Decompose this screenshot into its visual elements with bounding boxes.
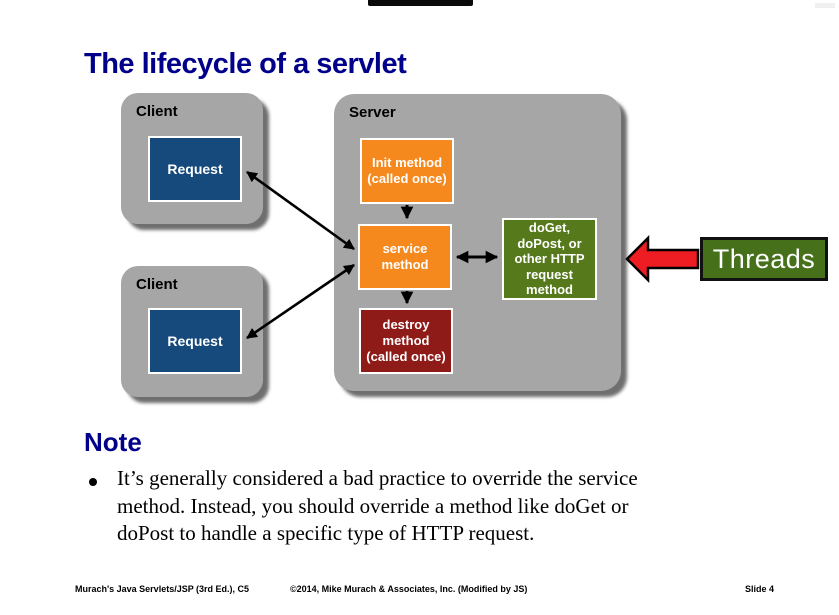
server-container: Server Init method (called once) service…: [334, 94, 621, 391]
footer-book-title: Murach's Java Servlets/JSP (3rd Ed.), C5: [75, 584, 250, 594]
footer-copyright: ©2014, Mike Murach & Associates, Inc. (M…: [290, 584, 528, 594]
doget-dopost-box: doGet, doPost, or other HTTP request met…: [502, 218, 597, 300]
client-label-2: Client: [136, 276, 178, 293]
top-right-artifact: [815, 3, 835, 8]
destroy-method-box: destroy method (called once): [359, 308, 453, 374]
footer-slide-number: Slide 4: [745, 584, 775, 594]
client-container-2: Client Request: [121, 266, 263, 397]
service-method-box: service method: [358, 224, 452, 290]
note-bullet-text: It’s generally considered a bad practice…: [117, 466, 638, 545]
init-method-box: Init method (called once): [360, 138, 454, 204]
server-label: Server: [349, 104, 396, 121]
clipped-header-bar: [368, 0, 473, 6]
client-label-1: Client: [136, 103, 178, 120]
note-heading: Note: [84, 427, 142, 457]
request-box-2: Request: [148, 308, 242, 374]
threads-arrow-icon: [625, 234, 700, 284]
client-container-1: Client Request: [121, 93, 263, 224]
threads-label-box: Threads: [700, 237, 828, 281]
bullet-marker: [89, 478, 97, 486]
request-box-1: Request: [148, 136, 242, 202]
slide-title: The lifecycle of a servlet: [84, 48, 407, 80]
